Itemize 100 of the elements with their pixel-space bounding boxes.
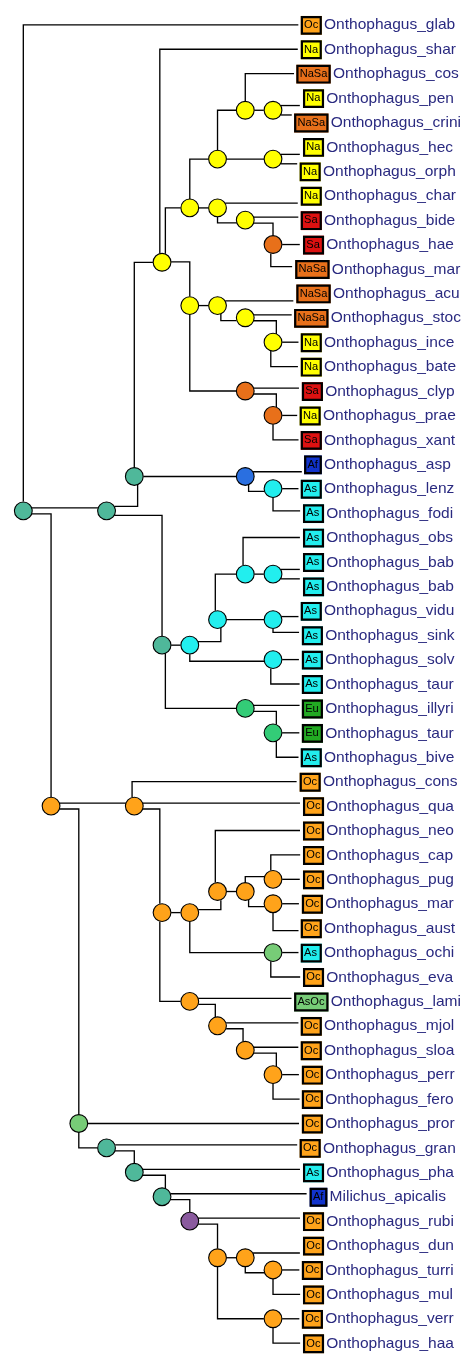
node-label: Onthophagus_orph (322, 161, 456, 179)
connector (170, 1193, 308, 1195)
node-label: Onthophagus_glab (324, 15, 456, 33)
node-label: Onthophagus_hae (326, 235, 454, 253)
node-circle (235, 210, 255, 230)
connector (272, 912, 300, 932)
node-label: Onthophagus_taur (325, 723, 454, 741)
node-label: Onthophagus_pug (326, 869, 454, 887)
connector (270, 854, 301, 872)
node-label: Onthophagus_bide (324, 210, 456, 228)
node-label: Onthophagus_vidu (324, 601, 455, 619)
connector (113, 514, 163, 637)
connector (164, 652, 237, 710)
node-label: Onthophagus_bate (324, 357, 457, 375)
connector (197, 627, 222, 643)
node-circle (235, 381, 255, 401)
connector (281, 1269, 300, 1271)
node-circle (263, 869, 283, 889)
node-label: Onthophagus_gran (322, 1138, 456, 1156)
connector (114, 1144, 298, 1146)
connector (198, 207, 209, 209)
connector (270, 667, 301, 685)
connector (244, 875, 266, 884)
node-label: Onthophagus_lami (330, 992, 461, 1010)
node-label: Onthophagus_mul (326, 1285, 454, 1303)
connector (272, 1083, 301, 1100)
node-label: Onthophagus_sloa (324, 1040, 455, 1058)
node-label: Onthophagus_aust (324, 918, 456, 936)
node-circle (208, 1016, 227, 1036)
connector (159, 920, 182, 1003)
node-label: Onthophagus_ince (324, 332, 455, 350)
node-label: Onthophagus_neo (326, 821, 454, 839)
connector (170, 644, 182, 646)
node-circle (208, 1248, 227, 1268)
connector (272, 1278, 301, 1296)
connector (226, 618, 265, 621)
node-circle (180, 296, 200, 315)
node-label: Onthophagus_xant (324, 430, 456, 448)
node-label: Onthophagus_shar (324, 39, 457, 57)
node-label: Onthophagus_char (324, 186, 457, 204)
node-circle (263, 332, 283, 352)
node-circle (235, 467, 255, 486)
connector (270, 252, 293, 268)
connector (169, 1199, 191, 1213)
node-label: Onthophagus_qua (326, 796, 454, 814)
connector (197, 1003, 216, 1018)
node-label: Onthophagus_cap (326, 845, 454, 863)
node-label: Onthophagus_bive (324, 747, 455, 765)
node-circle (152, 903, 172, 923)
node-label: Onthophagus_hec (326, 137, 454, 155)
node-label: Onthophagus_pha (326, 1162, 454, 1180)
node-label: Onthophagus_prae (322, 406, 456, 424)
connector (280, 568, 301, 571)
node-circle (208, 882, 227, 901)
node-label: Onthophagus_sink (325, 625, 455, 643)
node-circle (180, 991, 200, 1011)
connector (272, 1327, 301, 1344)
node-circle (235, 100, 255, 120)
connector (253, 710, 277, 726)
connector (224, 202, 299, 204)
node-label: Onthophagus_turri (325, 1260, 454, 1278)
connector (170, 261, 191, 297)
node-label: Onthophagus_obs (326, 528, 454, 546)
connector (280, 578, 301, 580)
node-circle (235, 1040, 255, 1060)
connector (189, 921, 265, 954)
connector (252, 471, 303, 473)
node-circle (180, 198, 200, 218)
node-circle (208, 149, 227, 169)
connector (142, 1174, 167, 1190)
node-label: Onthophagus_solv (325, 650, 455, 668)
connector (31, 513, 52, 798)
node-circle (263, 894, 283, 914)
connector (253, 314, 293, 316)
node-label: Onthophagus_mar (331, 259, 461, 277)
node-circle (124, 467, 144, 486)
node-label: Onthophagus_bab (326, 552, 454, 570)
connector (142, 1168, 301, 1170)
node-circle (69, 1114, 89, 1133)
node-circle (263, 100, 283, 120)
node-circle (235, 882, 255, 901)
node-label: Onthophagus_taur (325, 674, 454, 692)
connector (242, 536, 301, 566)
connector (253, 1046, 299, 1048)
node-label: Onthophagus_pen (326, 88, 454, 106)
node-circle (263, 479, 283, 499)
node-circle (152, 635, 172, 655)
connector (142, 475, 238, 478)
node-label: Onthophagus_verr (325, 1309, 454, 1327)
node-circle (263, 1309, 283, 1329)
connector (272, 423, 300, 441)
connector (275, 740, 300, 758)
connector (133, 261, 154, 468)
node-circle (263, 235, 283, 254)
connector (164, 207, 182, 255)
node-label: Milichus_apicalis (329, 1187, 447, 1205)
connector (270, 960, 301, 978)
connector (253, 222, 274, 236)
connector (253, 216, 299, 218)
node-label: Onthophagus_perr (325, 1065, 455, 1083)
